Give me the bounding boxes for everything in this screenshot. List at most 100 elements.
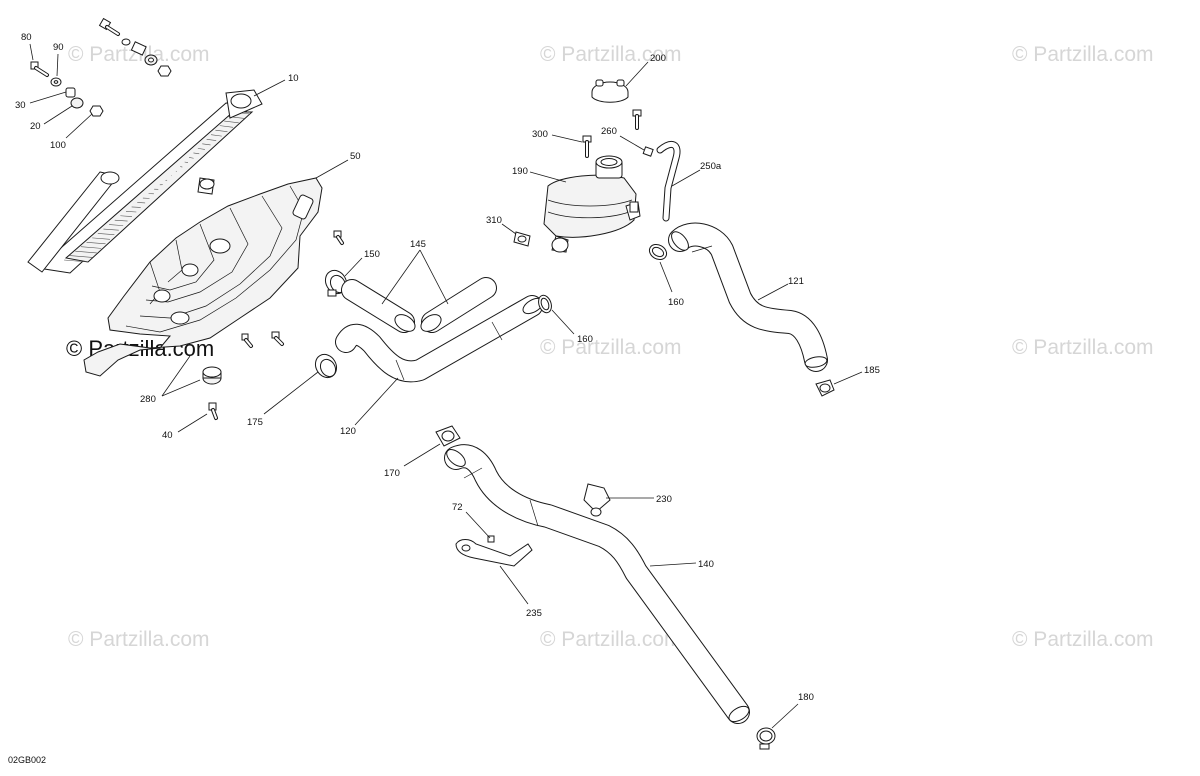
bolt-80-part [30, 61, 49, 77]
diagram-code: 02GB002 [8, 755, 46, 765]
callout-label: 40 [162, 430, 173, 441]
fan-shroud-part [83, 159, 349, 377]
callout-label: 235 [526, 608, 542, 619]
clamp-180-part [756, 703, 799, 750]
nut-100-part [89, 105, 104, 117]
callout-label: 175 [247, 417, 263, 428]
callout-label: 250a [700, 161, 722, 172]
radiator-fin [86, 242, 106, 245]
callout-label: 100 [50, 140, 66, 151]
callout-label: 120 [340, 426, 356, 437]
callout-label: 200 [650, 53, 666, 64]
clamp-170-part [403, 425, 461, 467]
callout-label: 90 [53, 42, 64, 53]
radiator-fin [69, 255, 93, 258]
callout-label: 300 [532, 129, 548, 140]
hose-121-part [668, 222, 828, 372]
spacer-30-part [65, 87, 76, 98]
callout-label: 310 [486, 215, 502, 226]
callout-label: 280 [140, 394, 156, 405]
callout-label: 145 [410, 239, 426, 250]
callout-label: 190 [512, 166, 528, 177]
radiator-fin [131, 206, 141, 208]
radiator-fin [75, 250, 97, 254]
callout-label: 160 [668, 297, 684, 308]
radiator-fin [120, 215, 132, 217]
hose-145a-part [341, 279, 416, 333]
shroud-screws [161, 230, 344, 433]
callout-label: 180 [798, 692, 814, 703]
washer-part [121, 38, 131, 46]
radiator-fin [184, 161, 189, 163]
callout-label: 30 [15, 100, 26, 111]
radiator-fin [103, 228, 119, 231]
radiator-fin [80, 246, 102, 249]
spacer-part [130, 41, 147, 56]
radiator-fin [63, 259, 89, 263]
radiator-fin [206, 138, 217, 141]
hardware-top-left [29, 17, 172, 139]
bolt-40-part [208, 402, 218, 420]
watermark: © Partzilla.com [1012, 628, 1154, 651]
watermark: © Partzilla.com [68, 43, 210, 66]
watermark: © Partzilla.com [540, 336, 682, 359]
bolt-part [632, 109, 642, 130]
radiator-fin [92, 237, 110, 240]
bolt-72-part [465, 511, 495, 543]
callout-label: 121 [788, 276, 804, 287]
screw-part [241, 333, 253, 348]
callout-labels: 80 90 30 20 100 10 50 150 145 280 40 175… [15, 32, 880, 703]
callout-label: 72 [452, 502, 463, 513]
radiator-fin [219, 125, 234, 128]
radiator-fin [215, 129, 228, 132]
hose-145b-part [420, 277, 497, 333]
radiator-fin [193, 152, 200, 155]
radiator-fin [114, 219, 128, 222]
radiator-fin [125, 211, 137, 213]
radiator-fin [180, 166, 183, 168]
callout-label: 160 [577, 334, 593, 345]
watermark: © Partzilla.com [1012, 43, 1154, 66]
bracket-235-part [455, 539, 533, 605]
screw-part [333, 230, 344, 245]
watermark: © Partzilla.com [1012, 336, 1154, 359]
callout-label: 150 [364, 249, 380, 260]
radiator-fin [210, 134, 222, 137]
clamp-185-part [815, 371, 863, 397]
grommet-20-part [70, 97, 84, 109]
bolt-300-part [551, 134, 592, 158]
watermark: © Partzilla.com [68, 628, 210, 651]
callout-label: 10 [288, 73, 299, 84]
callout-label: 185 [864, 365, 880, 376]
bolt-part [98, 17, 120, 36]
coolant-reservoir-part [529, 155, 641, 253]
callout-label: 50 [350, 151, 361, 162]
overflow-tube-250a-part [656, 141, 701, 222]
radiator-fin [202, 143, 211, 146]
clamp-310-part [501, 223, 531, 247]
callout-label: 20 [30, 121, 41, 132]
radiator-part [27, 79, 286, 274]
hose-120-part [335, 295, 544, 426]
clip-260-part [619, 135, 654, 157]
radiator-fin [197, 148, 205, 150]
radiator-fin [109, 224, 124, 226]
clamp-175-part [263, 353, 338, 415]
callout-label: 260 [601, 126, 617, 137]
screw-part [271, 331, 284, 346]
ring-160-part [538, 294, 575, 335]
hose-140-part [444, 444, 750, 724]
callout-label: 140 [698, 559, 714, 570]
callout-label: 170 [384, 468, 400, 479]
radiator-core-fins [63, 111, 251, 263]
radiator-fin [224, 120, 239, 124]
ring-160-upper-part [648, 243, 673, 293]
radiator-cap-200-part [591, 61, 649, 103]
watermarks: © Partzilla.com © Partzilla.com © Partzi… [66, 43, 1154, 651]
callout-label: 80 [21, 32, 32, 43]
watermark: © Partzilla.com [540, 43, 682, 66]
nut-part [157, 65, 172, 77]
radiator-fin [189, 157, 194, 159]
radiator-fin [97, 233, 115, 236]
